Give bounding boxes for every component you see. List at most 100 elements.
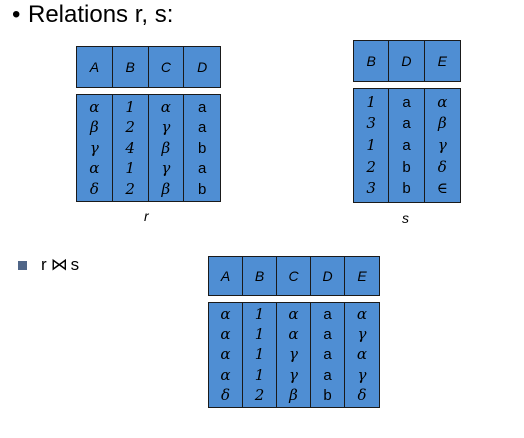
result-cell: α xyxy=(288,305,299,324)
s-cell: 3 xyxy=(366,179,376,198)
s-cell: 1 xyxy=(366,92,376,111)
s-cell: a xyxy=(402,115,411,133)
r-cell: δ xyxy=(89,179,99,198)
result-cell: 1 xyxy=(254,325,265,344)
r-cell: γ xyxy=(161,118,171,136)
s-cell: β xyxy=(437,114,447,133)
s-cell: 2 xyxy=(366,157,376,176)
result-cell: γ xyxy=(357,325,367,344)
join-bullet-line: r ⋈ s xyxy=(18,254,79,276)
r-cell: a xyxy=(197,119,207,136)
s-cell: b xyxy=(402,180,411,198)
r-cell: α xyxy=(89,159,100,177)
result-header-D: D xyxy=(311,257,345,295)
s-cell: 1 xyxy=(366,135,376,154)
join-left-operand: r xyxy=(41,255,47,274)
result-cell: β xyxy=(289,385,298,404)
r-column-B: 1 2 4 1 2 xyxy=(113,95,149,201)
s-cell: ∈ xyxy=(436,179,448,198)
result-header-E: E xyxy=(357,268,367,284)
result-cell: a xyxy=(323,346,332,364)
result-cell: a xyxy=(323,366,332,384)
result-cell: γ xyxy=(357,365,367,384)
r-cell: b xyxy=(197,180,207,198)
s-cell: 3 xyxy=(366,114,376,133)
r-cell: 1 xyxy=(125,159,135,177)
r-cell: α xyxy=(89,97,100,116)
result-cell: α xyxy=(220,365,231,384)
result-header-A: A xyxy=(209,257,243,295)
s-cell: γ xyxy=(437,135,447,154)
result-cell: α xyxy=(356,345,368,364)
slide-title: Relations r, s: xyxy=(28,1,174,28)
natural-join-symbol: ⋈ xyxy=(50,255,68,274)
result-cell: γ xyxy=(289,365,298,384)
r-cell: γ xyxy=(89,138,99,157)
s-header-D: D xyxy=(389,41,425,81)
result-cell: α xyxy=(220,305,231,324)
result-cell: a xyxy=(323,306,332,324)
result-cell: 1 xyxy=(254,365,265,384)
relation-r-caption: r xyxy=(144,208,149,224)
s-cell: b xyxy=(402,158,411,176)
slide-title-line: • Relations r, s: xyxy=(12,0,173,30)
r-cell: 2 xyxy=(125,118,135,136)
result-cell: α xyxy=(220,345,231,364)
result-cell: δ xyxy=(357,385,367,404)
r-cell: 2 xyxy=(125,179,135,198)
result-cell: α xyxy=(288,325,299,344)
result-cell: b xyxy=(323,386,332,404)
r-cell: a xyxy=(197,98,207,116)
r-cell: β xyxy=(90,118,99,136)
relation-s-caption: s xyxy=(402,210,409,226)
r-header-A: A xyxy=(77,47,113,87)
s-cell: a xyxy=(402,93,411,111)
r-cell: a xyxy=(197,160,207,177)
s-cell: a xyxy=(402,136,411,154)
s-cell: δ xyxy=(437,157,447,176)
result-cell: δ xyxy=(220,385,231,404)
result-cell: α xyxy=(356,305,368,324)
r-cell: β xyxy=(161,179,171,198)
result-header-B: B xyxy=(243,257,277,295)
r-cell: α xyxy=(160,97,171,116)
r-header-B: B xyxy=(113,47,149,87)
s-column-B: 1 3 1 2 3 xyxy=(354,89,390,202)
bullet-dot: • xyxy=(12,1,21,28)
r-cell: γ xyxy=(161,159,171,177)
result-cell: a xyxy=(323,326,332,344)
r-cell: 4 xyxy=(125,138,135,157)
s-header-B: B xyxy=(354,41,390,81)
result-cell: α xyxy=(220,325,231,344)
result-cell: 2 xyxy=(254,385,265,404)
square-bullet-icon xyxy=(18,260,27,270)
join-right-operand: s xyxy=(70,255,80,274)
r-cell: 1 xyxy=(125,97,135,116)
r-cell: b xyxy=(197,139,207,157)
result-cell: γ xyxy=(289,345,298,364)
result-cell: 1 xyxy=(254,345,265,364)
s-header-E: E xyxy=(437,53,447,69)
result-header-C: C xyxy=(277,257,311,295)
result-cell: 1 xyxy=(254,305,265,324)
r-cell: β xyxy=(161,138,171,157)
s-cell: α xyxy=(437,92,448,111)
